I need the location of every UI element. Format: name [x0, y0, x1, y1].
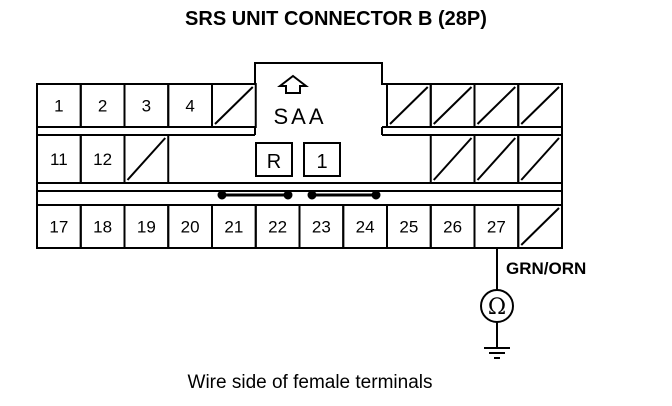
row-divider-lower — [37, 182, 562, 192]
pin-cell — [211, 83, 257, 128]
pin-number: 24 — [356, 218, 375, 237]
diagram-title: SRS UNIT CONNECTOR B (28P) — [185, 8, 487, 30]
empty-cavity-slash — [214, 86, 254, 125]
empty-cavity-slash — [126, 137, 166, 181]
pin-number: 2 — [98, 97, 107, 116]
box-right-frame — [303, 142, 341, 177]
pin-row-3: 17 18 19 20 21 22 23 24 25 26 27 — [36, 204, 563, 249]
pin-number: 19 — [137, 218, 156, 237]
pin-number: 21 — [224, 218, 243, 237]
empty-cavity-slash — [520, 137, 560, 181]
pin-number: 17 — [49, 218, 68, 237]
empty-cavity-slash — [476, 137, 516, 181]
pin-number: 12 — [93, 150, 112, 169]
empty-cavity-slash — [520, 207, 560, 246]
empty-cavity-slash — [476, 86, 516, 125]
pin-cell — [123, 134, 170, 184]
pin-row-2: 11 12 — [36, 134, 563, 184]
shorting-dot — [283, 190, 293, 200]
pin-cell — [517, 134, 563, 184]
empty-cavity-slash — [433, 137, 473, 181]
empty-cavity-slash — [433, 86, 473, 125]
pin-number: 22 — [268, 218, 287, 237]
ohm-symbol: Ω — [488, 295, 506, 320]
box-left-frame — [255, 142, 293, 177]
pin-row-1: 1 2 3 4 — [36, 83, 563, 128]
box-right-label: 1 — [316, 151, 327, 173]
lock-arrow-icon — [277, 74, 309, 94]
pin-number: 4 — [185, 97, 194, 116]
wire-color-label: GRN/ORN — [506, 259, 586, 278]
pin-number: 27 — [487, 218, 506, 237]
pin-number: 26 — [443, 218, 462, 237]
pin-number: 18 — [93, 218, 112, 237]
shorting-dot — [371, 190, 381, 200]
pin-cell — [517, 204, 563, 249]
pin-number: 25 — [399, 218, 418, 237]
pin-number: 20 — [181, 218, 200, 237]
lock-label: SAA — [273, 104, 326, 129]
pin-number: 11 — [50, 150, 68, 169]
empty-cavity-slash — [520, 86, 560, 125]
pin-number: 1 — [54, 97, 63, 116]
pin-number: 23 — [312, 218, 331, 237]
ground-icon — [484, 347, 510, 359]
diagram-caption: Wire side of female terminals — [187, 372, 433, 393]
shorting-dot — [307, 190, 317, 200]
pin-number: 3 — [142, 97, 151, 116]
box-left-label: R — [267, 151, 281, 173]
empty-cavity-slash — [389, 86, 429, 125]
shorting-dot — [217, 190, 227, 200]
pin-cell — [517, 83, 563, 128]
